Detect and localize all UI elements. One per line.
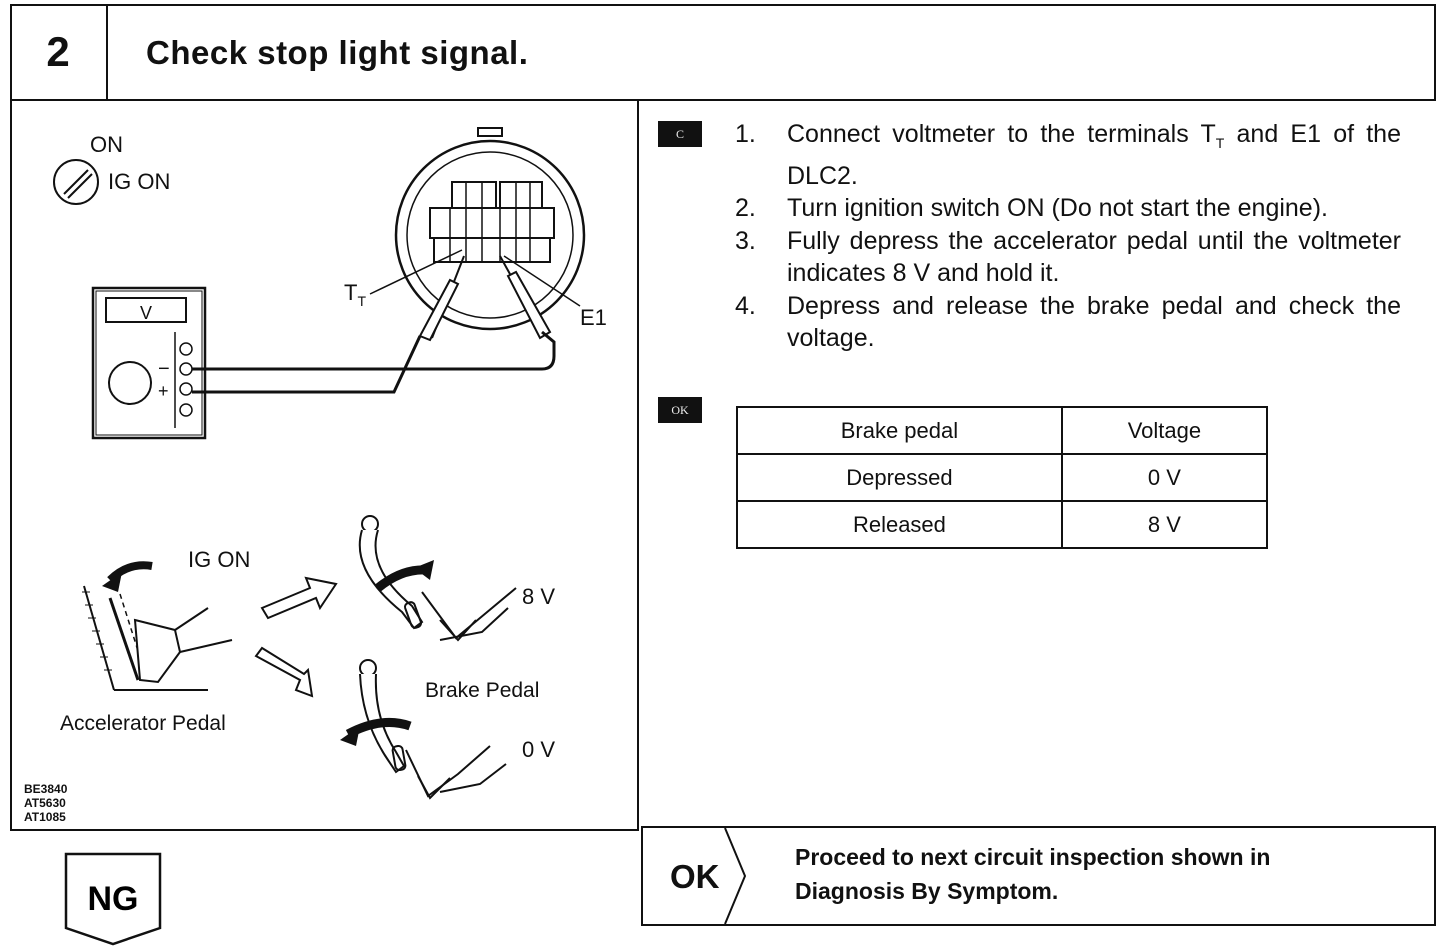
ng-label: NG [88, 880, 139, 918]
e1-terminal-label: E1 [580, 305, 607, 330]
instruction-item: 3. Fully depress the accelerator pedal u… [735, 225, 1401, 290]
ng-flow-marker: NG [64, 852, 162, 946]
ok-result-box [641, 826, 1436, 926]
page-title: Check stop light signal. [146, 34, 529, 71]
ignition-ig-on-label: IG ON [108, 169, 170, 194]
ok-result-text: Proceed to next circuit inspection shown… [795, 840, 1270, 908]
step-number: 2 [46, 28, 70, 75]
instruction-list: 1. Connect voltmeter to the terminals TT… [735, 118, 1401, 355]
instruction-number: 2. [735, 194, 756, 222]
instruction-item: 2. Turn ignition switch ON (Do not start… [735, 192, 1401, 225]
frame-left [10, 4, 12, 831]
ignition-switch-icon [53, 159, 99, 205]
instruction-text: Turn ignition switch ON (Do not start th… [787, 194, 1328, 222]
accelerator-pedal-label: Accelerator Pedal [60, 712, 226, 735]
instruction-item: 1. Connect voltmeter to the terminals TT… [735, 118, 1401, 192]
accelerator-pedal-icon [82, 561, 233, 691]
frame-top [10, 4, 1436, 6]
instruction-item: 4. Depress and release the brake pedal a… [735, 290, 1401, 355]
ig-on-label: IG ON [188, 547, 250, 572]
frame-right [1434, 4, 1436, 101]
ok-label: OK [670, 858, 720, 895]
probe-tt [418, 255, 465, 342]
table-header-cell: Brake pedal [736, 406, 1063, 455]
dlc2-connector-icon [394, 127, 586, 331]
instruction-number: 1. [735, 120, 756, 148]
table-cell: 8 V [1060, 500, 1269, 549]
plus-sign: + [158, 381, 169, 401]
voltmeter-icon [91, 286, 207, 440]
table-cell: 0 V [1060, 453, 1269, 502]
header-bottom [10, 99, 1436, 101]
figure-code-2: AT5630 [24, 796, 66, 810]
probe-e1 [499, 255, 552, 340]
instruction-number: 4. [735, 291, 756, 320]
table-cell: Depressed [736, 453, 1063, 502]
instruction-number: 3. [735, 226, 756, 255]
inspection-figure: ON IG ON TT E1 V [10, 100, 638, 830]
instruction-text: Connect voltmeter to the terminals TT an… [787, 120, 1401, 190]
table-row: Released 8 V [736, 500, 1269, 549]
inspection-illustration: ON IG ON TT E1 V [24, 127, 607, 824]
header-divider [106, 4, 108, 100]
table-row: Depressed 0 V [736, 453, 1269, 502]
arrow-to-released-icon [260, 576, 338, 620]
check-badge: C [658, 121, 702, 147]
brake-pedal-label: Brake Pedal [425, 679, 539, 702]
table-cell: Released [736, 500, 1063, 549]
voltmeter-label: V [140, 303, 152, 323]
ok-result-line: Diagnosis By Symptom. [795, 878, 1059, 904]
ok-badge: OK [658, 397, 702, 423]
brake-pedal-depressed-icon [340, 659, 507, 800]
tt-terminal-label: TT [344, 280, 366, 309]
instruction-text: Fully depress the accelerator pedal unti… [787, 226, 1401, 288]
figure-code-3: AT1085 [24, 810, 66, 824]
voltage-table: Brake pedal Voltage Depressed 0 V Releas… [736, 406, 1269, 549]
column-divider [637, 99, 639, 831]
table-header-cell: Voltage [1060, 406, 1269, 455]
figure-code-1: BE3840 [24, 782, 68, 796]
instruction-text: Depress and release the brake pedal and … [787, 291, 1401, 353]
minus-sign: − [158, 358, 170, 380]
ok-chevron-icon [724, 827, 747, 925]
wire-positive [192, 335, 422, 394]
table-header-row: Brake pedal Voltage [736, 406, 1269, 455]
figure-bottom [10, 829, 639, 831]
ok-result-line: Proceed to next circuit inspection shown… [795, 844, 1271, 870]
voltage-0v-label: 0 V [522, 737, 555, 762]
wire-negative [192, 330, 556, 371]
arrow-to-depressed-icon [254, 646, 314, 698]
brake-pedal-released-icon [358, 515, 517, 642]
voltage-8v-label: 8 V [522, 584, 555, 609]
ignition-on-label: ON [90, 132, 123, 157]
